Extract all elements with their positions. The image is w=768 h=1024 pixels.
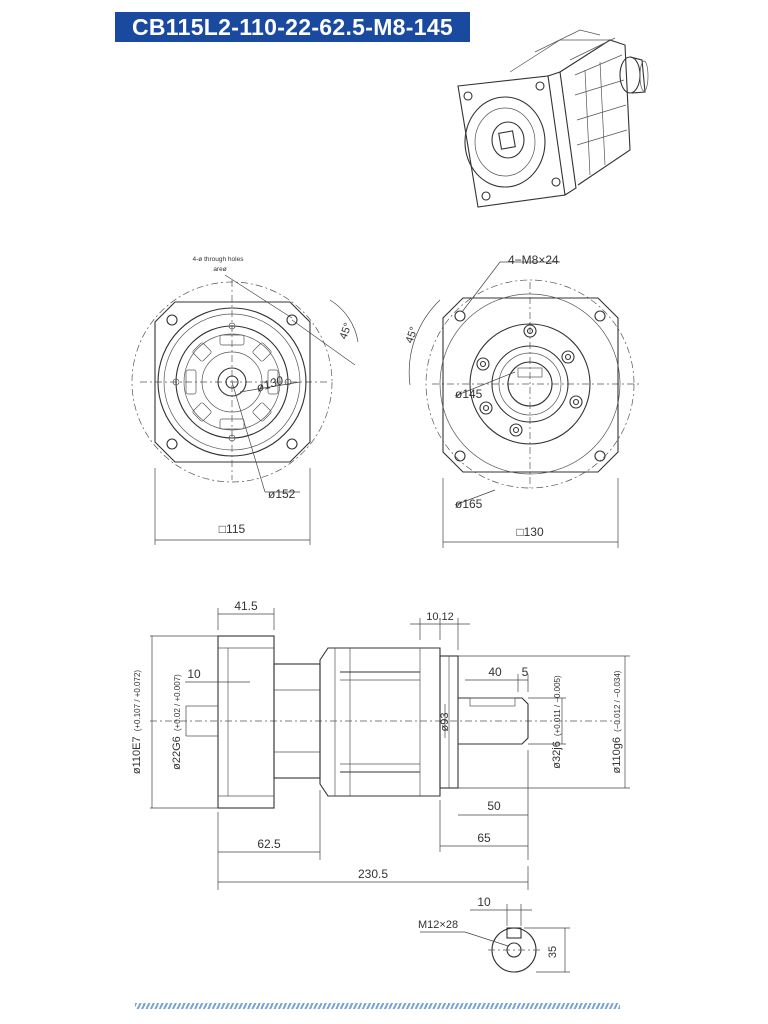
front-bolt-circle-label: ø130 — [255, 373, 286, 395]
rear-square-label: □130 — [516, 525, 544, 539]
dim-10: 10 — [187, 667, 201, 681]
shaft-thread-note: M12×28 — [418, 919, 458, 931]
front-square-label: □115 — [219, 522, 246, 536]
dim-32j6: ø32j6 (+0.011 / −0.005) — [551, 675, 563, 769]
rear-bolt-circle-label: ø145 — [455, 387, 483, 401]
side-view-drawing: 41.5 10.12 40 5 10 ø110E7 (+0.107 / +0.0… — [131, 599, 630, 890]
rear-outer-circle-label: ø165 — [455, 497, 483, 511]
dim-93: ø93 — [439, 713, 451, 732]
dim-65: 65 — [477, 831, 491, 845]
rear-thread-note: 4−M8×24 — [508, 253, 559, 267]
shaft-end-drawing: 10 M12×28 35 — [418, 895, 570, 973]
dim-10-12: 10.12 — [426, 611, 454, 623]
product-title: CB115L2-110-22-62.5-M8-145 — [115, 12, 470, 42]
front-view-drawing: 4-ø through holes areø 45° ø130 ø152 □11… — [131, 256, 359, 545]
shaft-dim-35: 35 — [547, 946, 559, 958]
dim-40: 40 — [488, 665, 502, 679]
front-holes-note: 4-ø through holes — [193, 256, 245, 263]
rear-angle-label: 45° — [404, 325, 421, 345]
dim-230-5: 230.5 — [358, 867, 388, 881]
dim-50: 50 — [487, 799, 501, 813]
dim-22g6: ø22G6 (+0.02 / +0.007) — [171, 674, 183, 770]
dim-5: 5 — [522, 665, 529, 679]
front-angle-label: 45° — [338, 321, 355, 341]
rear-view-drawing: 4−M8×24 45° ø145 ø165 □130 — [404, 253, 640, 548]
decorative-hatch-divider — [135, 1003, 620, 1009]
front-holes-note-2: areø — [213, 266, 226, 273]
front-outer-circle-label: ø152 — [268, 487, 296, 501]
shaft-dim-10: 10 — [477, 895, 491, 909]
dim-110g6: ø110g6 (−0.012 / −0.034) — [611, 670, 623, 773]
gearbox-isometric-illustration — [457, 29, 649, 208]
dim-110e7: ø110E7 (+0.107 / +0.072) — [131, 670, 143, 774]
dim-41-5: 41.5 — [234, 599, 258, 613]
dim-62-5: 62.5 — [257, 837, 281, 851]
